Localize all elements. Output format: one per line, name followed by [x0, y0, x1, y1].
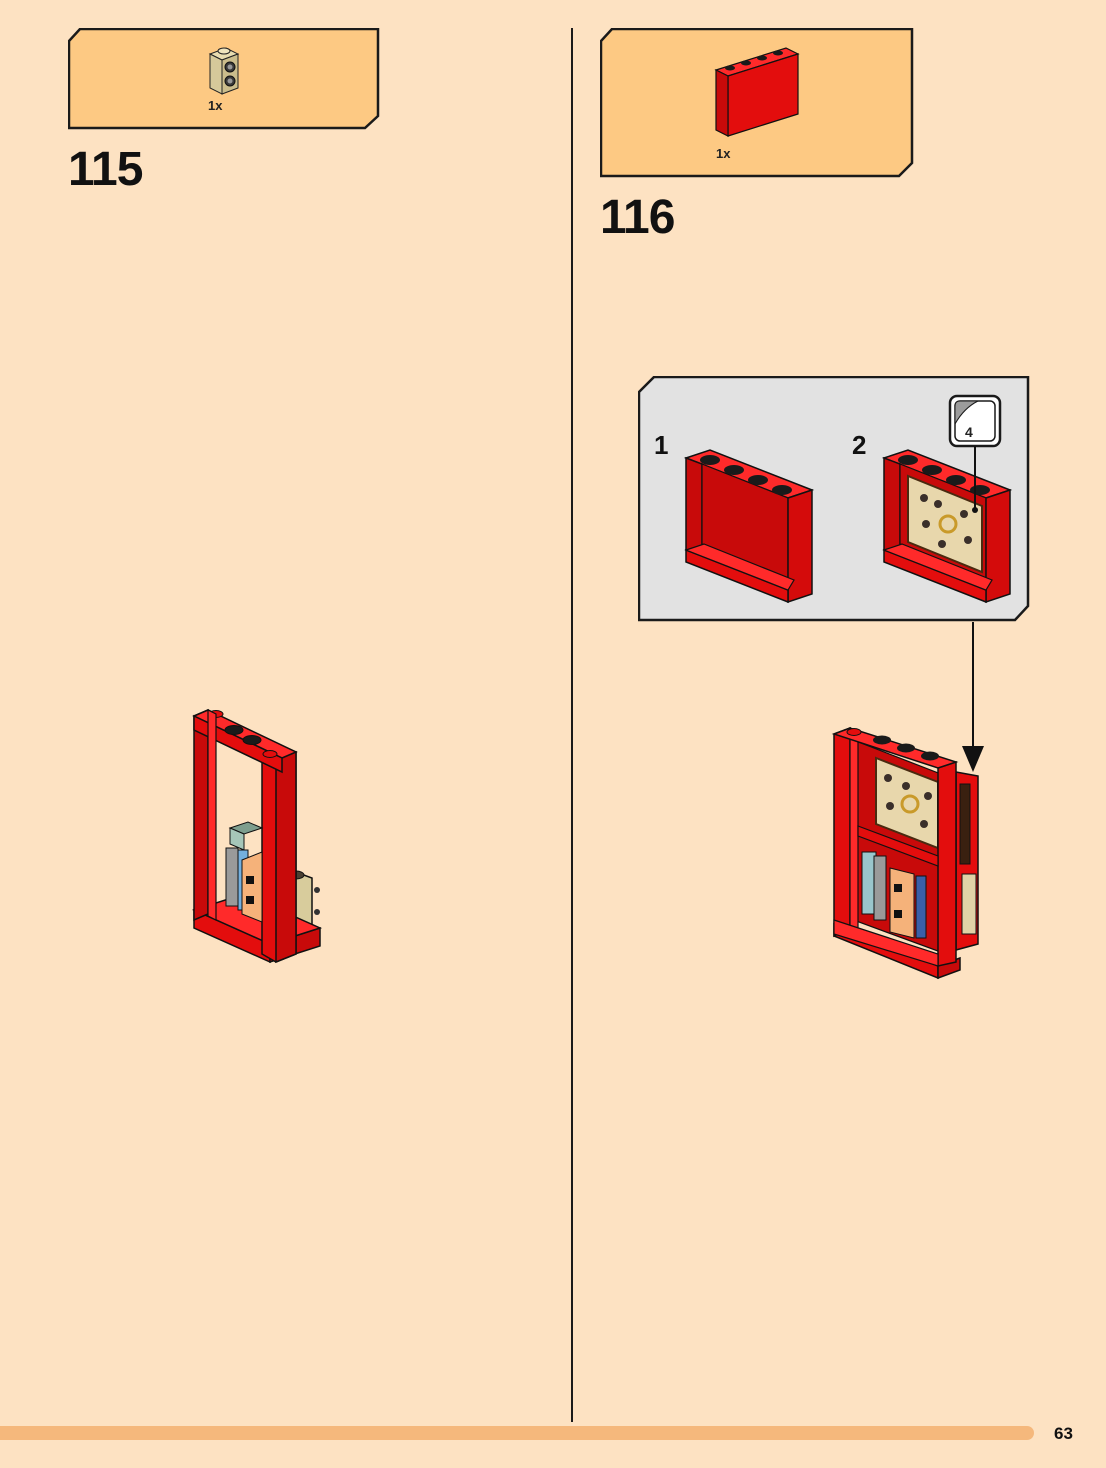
parts-callout-step-116: 1x — [600, 28, 914, 178]
step-number-115: 115 — [68, 143, 143, 196]
substep-1-red-panel — [684, 449, 815, 604]
model-step-115 — [191, 708, 323, 964]
sticker-leader-line — [972, 446, 978, 513]
sticker-number: 4 — [965, 424, 973, 440]
substep-label-2: 2 — [852, 430, 867, 460]
page-number: 63 — [1054, 1424, 1073, 1443]
parts-callout-step-115: 1x — [68, 28, 380, 130]
down-arrow-icon — [962, 622, 984, 772]
part-quantity: 1x — [716, 146, 731, 161]
red-panel-part-icon — [714, 47, 800, 137]
substep-label-1: 1 — [654, 430, 669, 460]
model-step-116 — [831, 726, 979, 980]
tan-brick-part-icon — [208, 47, 240, 95]
page-progress-bar — [0, 1426, 1034, 1440]
column-divider — [571, 28, 573, 1422]
part-quantity: 1x — [208, 98, 223, 113]
step-number-116: 116 — [600, 191, 675, 244]
substep-2-panel-with-sticker — [882, 449, 1013, 604]
sticker-icon — [948, 394, 1002, 448]
